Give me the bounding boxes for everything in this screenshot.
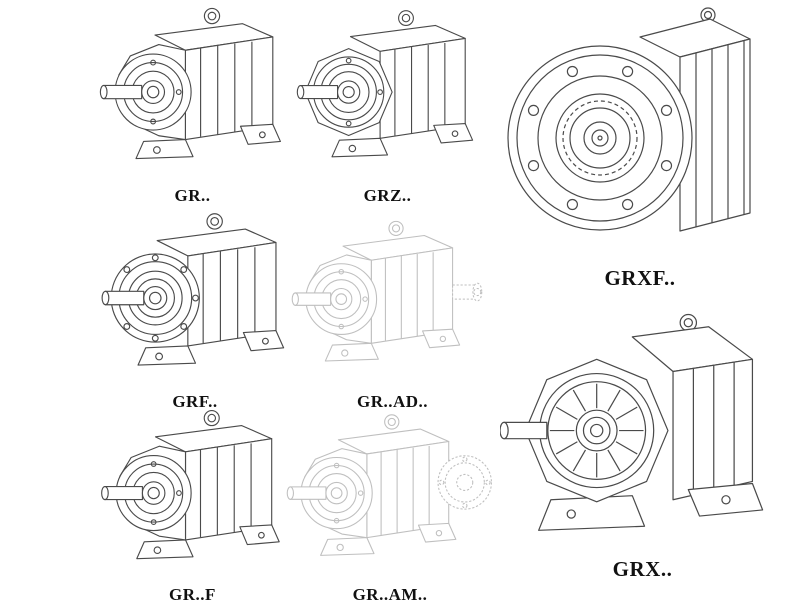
gearbox-drawing-grxf bbox=[507, 7, 751, 232]
gearbox-drawing-grx bbox=[500, 313, 764, 531]
model-cell-gr: GR.. bbox=[95, 2, 290, 206]
model-label-gr-am: GR..AM.. bbox=[352, 585, 428, 600]
model-cell-gr-f: GR..F bbox=[95, 405, 290, 600]
model-cell-grf: GRF.. bbox=[95, 208, 295, 412]
gearbox-drawing-gr-am bbox=[285, 405, 492, 583]
gearbox-drawing-grf bbox=[98, 208, 293, 390]
model-label-grxf: GRXF.. bbox=[604, 266, 676, 290]
model-cell-gr-am: GR..AM.. bbox=[285, 405, 495, 600]
model-cell-grxf: GRXF.. bbox=[495, 2, 785, 291]
model-cell-gr-ad: GR..AD.. bbox=[290, 210, 495, 412]
gearbox-drawing-gr-f bbox=[98, 405, 288, 583]
model-label-gr-f: GR..F bbox=[169, 585, 216, 600]
model-label-grf: GRF.. bbox=[172, 392, 218, 411]
model-label-grx: GRX.. bbox=[612, 557, 673, 581]
model-label-gr-ad: GR..AD.. bbox=[356, 392, 429, 411]
model-label-grz: GRZ.. bbox=[363, 186, 412, 205]
gearbox-drawing-gr bbox=[98, 2, 288, 184]
gearbox-drawing-grz bbox=[295, 2, 480, 184]
gearbox-drawing-gr-ad bbox=[290, 210, 483, 390]
model-cell-grx: GRX.. bbox=[495, 300, 790, 582]
model-cell-grz: GRZ.. bbox=[295, 2, 480, 206]
model-label-gr: GR.. bbox=[174, 186, 211, 205]
